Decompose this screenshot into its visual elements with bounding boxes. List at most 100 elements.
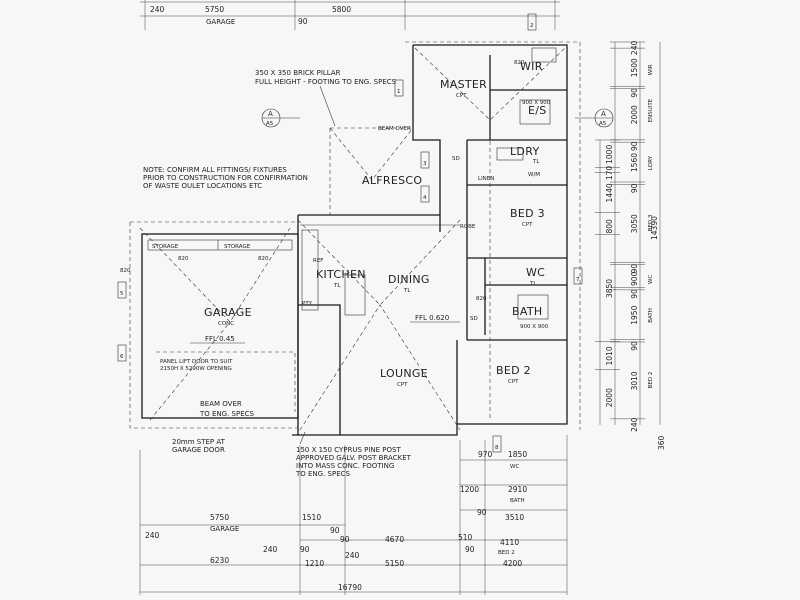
dim-right-inner: 1010 [605, 346, 614, 365]
dim-bath-2910: 2910 [508, 485, 527, 494]
dim-right-outer: 90 [630, 88, 639, 98]
room-bed3: BED 3 [510, 207, 545, 220]
dim-bath-label: BATH [510, 498, 525, 504]
dim-right-outer: 90 [630, 183, 639, 193]
label-linen: LINEN [478, 176, 494, 182]
label-sd-1: SD [452, 156, 460, 162]
dim-top-240: 240 [150, 5, 165, 14]
dim-bed2-90b: 90 [465, 545, 475, 554]
dim-right-outer-label: ENSUITE [648, 98, 654, 122]
room-bed3-floor: CPT [522, 222, 533, 228]
window-tag-7: 7 [576, 277, 580, 283]
section-marker-right-sheet: A5 [599, 121, 607, 127]
dim-garage-1510: 1510 [302, 513, 321, 522]
dim-right-outer-label: WC [648, 275, 654, 284]
dim-garage-90: 90 [330, 526, 340, 535]
window-tag-5: 5 [120, 291, 124, 297]
dim-right-inner: 2000 [605, 388, 614, 407]
note-confirm-2: PRIOR TO CONSTRUCTION FOR CONFIRMATION [143, 174, 308, 182]
dim-right-inner: 3850 [605, 279, 614, 298]
label-pty: PTY [302, 301, 313, 307]
dim-right-outer-label: BED 2 [648, 372, 654, 389]
dim-garage-240: 240 [145, 531, 160, 540]
window-tag-2: 2 [530, 23, 534, 29]
dim-3510: 3510 [505, 513, 524, 522]
section-marker-right-id: A [601, 110, 606, 118]
window-tag-3: 3 [423, 161, 427, 167]
dim-right-outer: 1500 [630, 58, 639, 77]
floor-levels: FFL 0.45 FFL 0.620 [190, 314, 460, 344]
label-shower-bath: 900 X 900 [520, 324, 549, 330]
dim-right-outer: 3010 [630, 371, 639, 390]
room-kitchen: KITCHEN [316, 268, 366, 281]
dim-top-90: 90 [298, 17, 308, 26]
dim-4670: 4670 [385, 535, 404, 544]
door-width-storage-left: 820 [178, 256, 189, 262]
bottom-dimensions: 970 1850 WC 1200 2910 BATH 90 3510 240 5… [139, 435, 568, 595]
note-pillar-1: 350 X 350 BRICK PILLAR [255, 69, 341, 77]
section-marker-left-id: A [268, 110, 273, 118]
dim-4670-90: 90 [340, 535, 350, 544]
window-tag-4: 4 [423, 195, 427, 201]
dim-right-outer: 3050 [630, 214, 639, 233]
dim-bed2-90a: 90 [300, 545, 310, 554]
note-pillar-2: FULL HEIGHT - FOOTING TO ENG. SPECS [255, 78, 397, 86]
room-wc: WC [526, 266, 545, 279]
dim-right-outer: 900 [630, 271, 639, 286]
dim-bed2-label: BED 2 [498, 550, 515, 556]
note-door-1: PANEL LIFT DOOR TO SUIT [160, 359, 233, 365]
note-confirm-1: NOTE: CONFIRM ALL FITTINGS/ FIXTURES [143, 166, 287, 174]
room-master-floor: CPT [456, 93, 467, 99]
door-width-storage: 820 [258, 256, 269, 262]
room-kitchen-floor: TL [333, 283, 341, 289]
note-door-2: 2150H X 5290W OPENING [160, 366, 232, 372]
note-beam-over-alfresco: BEAM OVER [378, 126, 411, 132]
dim-right-outer-label: BED 3 [648, 214, 654, 231]
window-tag-1: 1 [397, 89, 401, 95]
label-robe: ROBE [460, 224, 476, 230]
room-storage-left: STORAGE [152, 244, 179, 250]
note-confirm-3: OF WASTE OULET LOCATIONS ETC [143, 182, 262, 190]
note-step-1: 20mm STEP AT [172, 438, 226, 446]
room-ldry: LDRY [510, 145, 539, 158]
dim-garage-label: GARAGE [210, 525, 239, 533]
note-post-1: 150 X 150 CYPRUS PINE POST [296, 446, 401, 454]
section-marker-right: A A5 [575, 108, 614, 128]
dim-top-5750: 5750 [205, 5, 224, 14]
note-beam-specs: TO ENG. SPECS [199, 410, 255, 418]
dim-right-outer: 90 [630, 341, 639, 351]
room-dining-floor: TL [403, 288, 411, 294]
room-garage: GARAGE [204, 306, 252, 319]
dim-garage-5750: 5750 [210, 513, 229, 522]
window-tags: 1 2 3 4 5 6 7 8 [117, 13, 583, 453]
section-marker-left: A A5 [261, 108, 300, 128]
section-marker-left-sheet: A5 [266, 121, 274, 127]
door-width-bath: 820 [476, 296, 487, 302]
ffl-garage: FFL 0.45 [205, 335, 235, 343]
room-dining: DINING [388, 273, 430, 286]
dim-6230: 6230 [210, 556, 229, 565]
dim-right-outer: 90 [630, 264, 639, 274]
dim-right-inner: 170 [605, 166, 614, 181]
window-tag-8: 8 [495, 445, 499, 451]
door-width-garage: 820 [120, 268, 131, 274]
dim-right-outer-label: LDRY [648, 155, 654, 170]
room-master: MASTER [440, 78, 487, 91]
roof-lines [129, 41, 581, 431]
dim-5150: 5150 [385, 559, 404, 568]
dim-right-outer: 240 [630, 417, 639, 432]
dim-3510-90: 90 [477, 508, 487, 517]
dim-right-outer-label: BATH [648, 308, 654, 323]
dim-right-outer: 240 [630, 41, 639, 56]
fixture-labels: 820 820 820 820 820 REF PTY LINEN ROBE W… [120, 60, 551, 330]
room-storage-right: STORAGE [224, 244, 251, 250]
door-width-wir: 820 [514, 60, 525, 66]
dim-right-inner: 800 [605, 219, 614, 234]
dim-1210: 1210 [305, 559, 324, 568]
room-bed2-floor: CPT [508, 379, 519, 385]
dim-bed2-240a: 240 [263, 545, 278, 554]
room-labels: MASTER CPT WIR E/S LDRY ALFRESCO BED 3 C… [152, 60, 546, 388]
dim-right-inner: 1440 [605, 183, 614, 202]
